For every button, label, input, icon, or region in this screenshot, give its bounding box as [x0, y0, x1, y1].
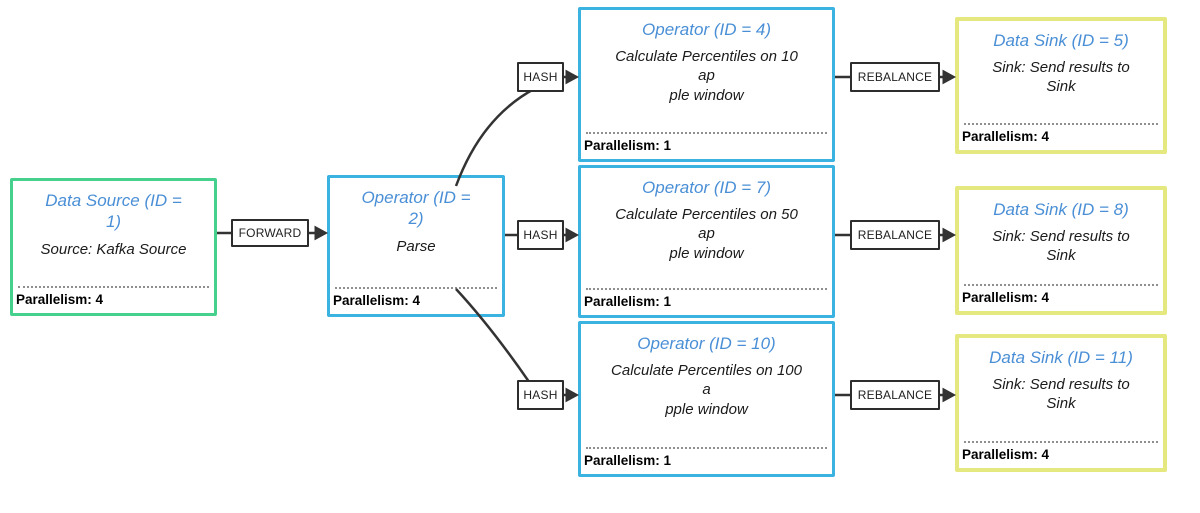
node-description: Calculate Percentiles on 50 ap ple windo… [615, 206, 798, 262]
separator [18, 286, 209, 288]
node-description: Calculate Percentiles on 100 a pple wind… [611, 362, 802, 418]
parallelism-text: Parallelism: 4 [333, 293, 421, 308]
edge-label-text: REBALANCE [857, 388, 933, 402]
node-footer: Parallelism: 1 [581, 132, 832, 159]
node-footer: Parallelism: 4 [959, 284, 1163, 311]
separator [964, 441, 1158, 443]
edge-label-rebalance-middle: REBALANCE [850, 220, 940, 250]
edge-hash-top-line [454, 86, 537, 187]
node-description: Sink: Send results to Sink [992, 376, 1130, 413]
edge-label-text: FORWARD [238, 226, 302, 240]
parallelism-text: Parallelism: 4 [962, 129, 1050, 144]
node-description: Sink: Send results to Sink [992, 228, 1130, 265]
edge-rebalance-top-arrowhead [942, 69, 957, 85]
node-description: Source: Kafka Source [40, 240, 187, 258]
parallelism-text: Parallelism: 1 [584, 138, 672, 153]
node-footer: Parallelism: 4 [13, 286, 214, 313]
node-operator-4[interactable]: Operator (ID = 4) Calculate Percentiles … [578, 7, 835, 162]
separator [964, 284, 1158, 286]
edge-forward-arrowhead [314, 225, 329, 241]
edge-label-rebalance-top: REBALANCE [850, 62, 940, 92]
edge-hash-top-arrowhead [565, 69, 580, 85]
node-footer: Parallelism: 1 [581, 288, 832, 315]
node-description: Sink: Send results to Sink [992, 59, 1130, 96]
edge-label-forward: FORWARD [231, 219, 309, 247]
node-title: Operator (ID = 7) [642, 178, 771, 197]
node-title: Data Source (ID = 1) [45, 191, 182, 232]
node-description: Calculate Percentiles on 10 ap ple windo… [615, 48, 798, 104]
node-title: Data Sink (ID = 11) [989, 348, 1133, 367]
separator [586, 447, 827, 449]
parallelism-text: Parallelism: 4 [16, 292, 104, 307]
edge-hash-bottom-arrowhead [565, 387, 580, 403]
node-data-sink-11[interactable]: Data Sink (ID = 11) Sink: Send results t… [955, 334, 1167, 472]
parallelism-text: Parallelism: 1 [584, 294, 672, 309]
edge-label-hash-bottom: HASH [517, 380, 564, 410]
node-title: Operator (ID = 2) [361, 188, 471, 229]
parallelism-text: Parallelism: 4 [962, 290, 1050, 305]
edge-label-hash-top: HASH [517, 62, 564, 92]
node-data-sink-8[interactable]: Data Sink (ID = 8) Sink: Send results to… [955, 186, 1167, 315]
edge-hash-middle-arrowhead [565, 227, 580, 243]
node-title: Data Sink (ID = 5) [993, 31, 1129, 50]
node-footer: Parallelism: 4 [959, 441, 1163, 468]
separator [335, 287, 497, 289]
node-description: Parse [396, 237, 436, 255]
node-footer: Parallelism: 4 [330, 287, 502, 314]
edge-label-text: HASH [523, 70, 558, 84]
edge-label-hash-middle: HASH [517, 220, 564, 250]
separator [586, 132, 827, 134]
node-operator-10[interactable]: Operator (ID = 10) Calculate Percentiles… [578, 321, 835, 477]
node-footer: Parallelism: 1 [581, 447, 832, 474]
node-data-source-1[interactable]: Data Source (ID = 1) Source: Kafka Sourc… [10, 178, 217, 316]
edge-label-text: REBALANCE [857, 228, 933, 242]
parallelism-text: Parallelism: 4 [962, 447, 1050, 462]
separator [964, 123, 1158, 125]
edge-label-text: HASH [523, 388, 558, 402]
edge-rebalance-bottom-arrowhead [942, 387, 957, 403]
edge-rebalance-middle-arrowhead [942, 227, 957, 243]
node-data-sink-5[interactable]: Data Sink (ID = 5) Sink: Send results to… [955, 17, 1167, 154]
parallelism-text: Parallelism: 1 [584, 453, 672, 468]
edge-label-text: HASH [523, 228, 558, 242]
node-title: Operator (ID = 10) [637, 334, 776, 353]
edge-label-text: REBALANCE [857, 70, 933, 84]
node-operator-2[interactable]: Operator (ID = 2) Parse Parallelism: 4 [327, 175, 505, 317]
edge-label-rebalance-bottom: REBALANCE [850, 380, 940, 410]
node-footer: Parallelism: 4 [959, 123, 1163, 150]
node-title: Data Sink (ID = 8) [993, 200, 1129, 219]
node-title: Operator (ID = 4) [642, 20, 771, 39]
separator [586, 288, 827, 290]
node-operator-7[interactable]: Operator (ID = 7) Calculate Percentiles … [578, 165, 835, 318]
